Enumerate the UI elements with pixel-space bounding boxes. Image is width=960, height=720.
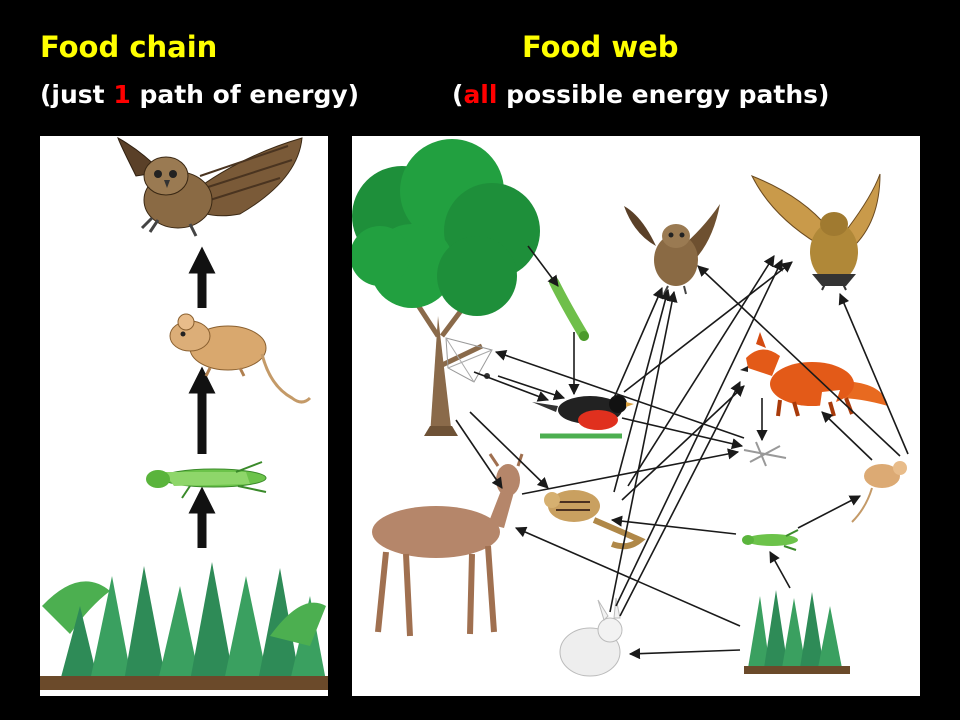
arrow-mouse-to-fox (821, 411, 873, 461)
arrow-rabbit-to-owl (609, 290, 678, 613)
arrow-chipmunk-to-owl (613, 288, 671, 493)
owl-illustration (117, 136, 303, 237)
arrow-grasshopper-to-mouse (797, 495, 861, 529)
food-chain-subtitle-pre: (just (40, 80, 114, 109)
owl-web-illustration (624, 204, 720, 295)
arrow-tree-to-caterpillar (527, 245, 559, 287)
arrow-mouse-to-hawk (838, 292, 909, 455)
energy-arrows (455, 245, 909, 660)
arrow-bird-to-hawk (623, 261, 793, 393)
arrow-grass-to-deer (514, 526, 741, 627)
arrow-spider-to-bird (473, 371, 550, 402)
grass-illustration (40, 562, 328, 690)
mouse-web-illustration (851, 461, 907, 523)
arrow-grass-to-grasshopper (769, 551, 791, 589)
food-web-panel (352, 136, 920, 696)
chipmunk-illustration (544, 490, 646, 550)
food-web-subtitle: (all possible energy paths) (452, 80, 829, 110)
grasshopper-illustration (146, 461, 267, 499)
food-chain-subtitle-post: path of energy) (130, 80, 360, 109)
fox-illustration (740, 332, 888, 417)
caterpillar-illustration (549, 277, 589, 341)
arrow-tree-to-deer (455, 419, 503, 489)
food-web-subtitle-pre: ( (452, 80, 464, 109)
mouse-illustration (169, 313, 312, 404)
food-chain-panel (40, 136, 328, 696)
grass-web-illustration (744, 590, 850, 674)
arrow-grasshopper-to-chipmunk (610, 515, 737, 535)
arrow-rabbit-to-fox (619, 381, 741, 617)
tree-illustration (352, 139, 540, 436)
arrow-chipmunk-to-fox (621, 385, 745, 501)
food-web-title: Food web (522, 30, 679, 64)
arrow-mouse-to-owl (697, 265, 901, 457)
arrow-tree-to-chipmunk (469, 411, 549, 489)
grasshopper-web-illustration (742, 529, 799, 551)
food-chain-title: Food chain (40, 30, 218, 64)
arrow-tree-to-bird (497, 375, 566, 401)
arrow-bird-to-owl (613, 286, 664, 399)
bird-illustration (532, 395, 634, 439)
decomposer-illustration (743, 441, 787, 467)
food-web-subtitle-highlight: all (463, 80, 498, 109)
food-chain-subtitle-highlight: 1 (113, 80, 131, 109)
food-web-subtitle-post: possible energy paths) (497, 80, 830, 109)
arrow-rabbit-to-hawk (615, 258, 783, 607)
arrow-bird-to-decomposer (621, 417, 744, 450)
arrow-deer-to-decomposer (521, 448, 740, 495)
food-chain-subtitle: (just 1 path of energy) (40, 80, 359, 110)
rabbit-illustration (559, 597, 623, 677)
hawk-illustration (750, 173, 881, 291)
deer-illustration (372, 453, 524, 637)
arrow-grass-to-rabbit (628, 648, 741, 660)
